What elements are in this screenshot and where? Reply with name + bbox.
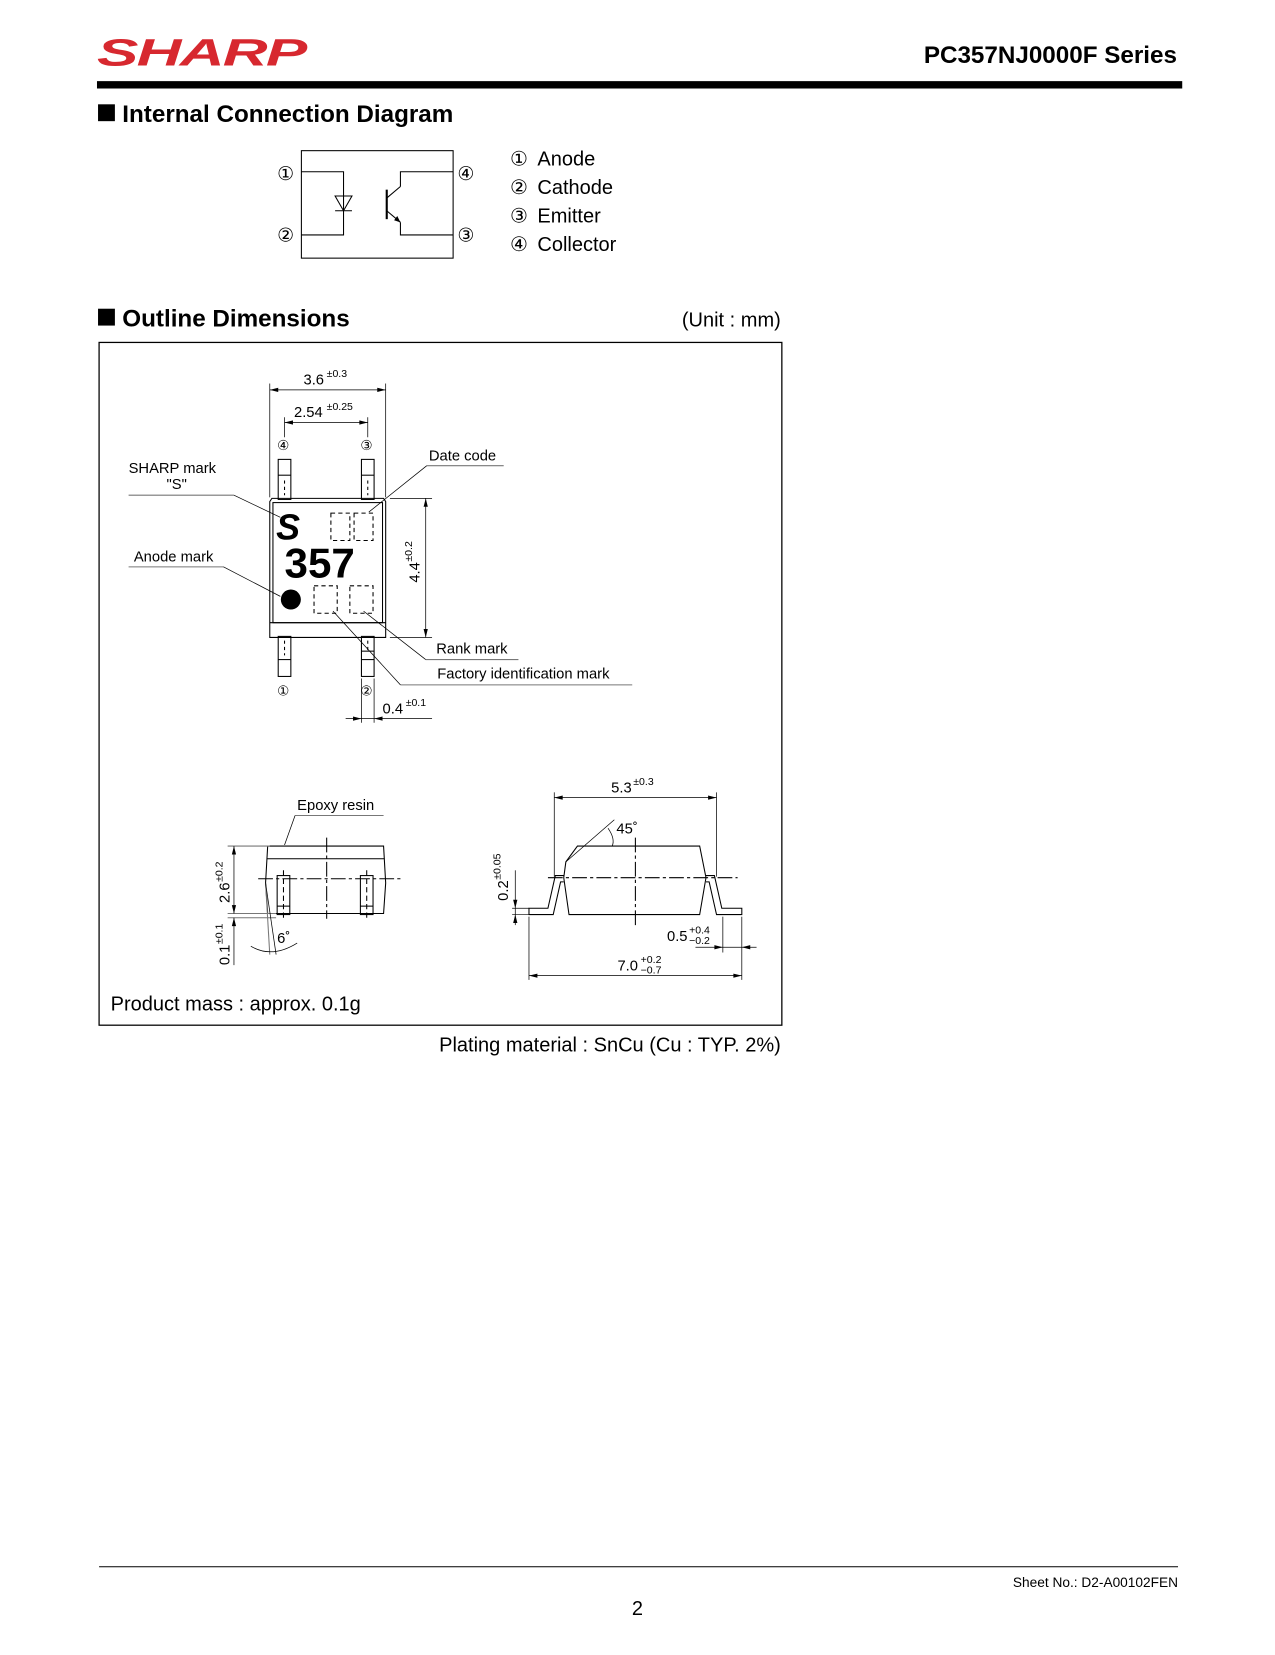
dim-lead-width: 0.4 bbox=[383, 701, 404, 717]
product-mass: Product mass : approx. 0.1g bbox=[111, 993, 361, 1015]
dim-height-tol: ±0.2 bbox=[403, 541, 415, 562]
unit-label: (Unit : mm) bbox=[682, 310, 781, 332]
label-epoxy-resin: Epoxy resin bbox=[297, 798, 374, 814]
section-bullet-icon bbox=[98, 104, 115, 122]
pin-legend-num-2: ② bbox=[510, 177, 528, 199]
part-marking: 357 bbox=[285, 539, 355, 586]
sharp-logo: SHARP bbox=[97, 32, 308, 74]
pin-legend-num-3: ③ bbox=[510, 205, 528, 227]
dim-overall-width-tol-plus: +0.2 bbox=[641, 954, 662, 966]
label-anode-mark: Anode mark bbox=[134, 550, 214, 566]
dim-side-height: 2.6 bbox=[218, 882, 234, 903]
dim-standoff: 0.1 bbox=[218, 945, 234, 966]
dim-body-width: 5.3 bbox=[611, 780, 632, 796]
dim-lead-length-tol-minus: −0.2 bbox=[689, 935, 710, 947]
pin-legend-name-1: Anode bbox=[537, 148, 595, 170]
anode-mark-dot bbox=[280, 589, 301, 610]
phototransistor-icon bbox=[385, 186, 401, 223]
dim-height: 4.4 bbox=[407, 562, 423, 583]
pin-legend: ① Anode ② Cathode ③ Emitter ④ Collector bbox=[510, 148, 617, 255]
label-date-code: Date code bbox=[429, 448, 496, 464]
pin-legend-num-1: ① bbox=[510, 148, 528, 170]
plating-material: Plating material : SnCu (Cu : TYP. 2%) bbox=[439, 1035, 781, 1057]
outline-heading: Outline Dimensions bbox=[122, 306, 349, 333]
dim-lead-length-tol-plus: +0.4 bbox=[689, 925, 710, 937]
top-pin-4: ④ bbox=[277, 438, 289, 453]
section-bullet-icon bbox=[98, 308, 115, 326]
dim-standoff-tol: ±0.1 bbox=[213, 924, 225, 945]
label-factory-id: Factory identification mark bbox=[437, 667, 610, 683]
pin-legend-name-2: Cathode bbox=[537, 177, 613, 199]
internal-connection-heading: Internal Connection Diagram bbox=[122, 101, 453, 128]
pin-legend-name-3: Emitter bbox=[537, 205, 601, 227]
dim-lead-length: 0.5 bbox=[667, 929, 688, 945]
top-pin-1: ① bbox=[277, 683, 289, 698]
pin-label-3: ③ bbox=[457, 225, 474, 246]
dim-lead-thickness: 0.2 bbox=[496, 880, 512, 901]
led-diode-icon bbox=[334, 195, 353, 212]
pin-label-1: ① bbox=[277, 164, 294, 185]
dim-chamfer: 45˚ bbox=[616, 821, 637, 837]
dim-angle-6: 6˚ bbox=[277, 931, 290, 947]
outline-frame bbox=[98, 341, 783, 1026]
front-view-drawing: 5.3 ±0.3 45˚ 0.2 ±0.05 0.5 +0.4 −0.2 bbox=[492, 776, 757, 980]
label-sharp-mark: SHARP mark bbox=[129, 461, 217, 477]
sharp-s-mark: S bbox=[276, 507, 300, 547]
dim-body-width-tol: ±0.3 bbox=[633, 776, 654, 788]
dim-overall-width: 7.0 bbox=[617, 958, 638, 974]
dim-pitch-tol: ±0.25 bbox=[327, 401, 353, 413]
pin-legend-num-4: ④ bbox=[510, 234, 528, 256]
side-view-drawing: Epoxy resin 2.6 ±0.2 0.1 ±0.1 bbox=[213, 798, 403, 966]
label-sharp-mark-s: "S" bbox=[167, 477, 187, 493]
dim-side-height-tol: ±0.2 bbox=[213, 861, 225, 882]
dim-lead-width-tol: ±0.1 bbox=[406, 697, 427, 709]
pin-legend-name-4: Collector bbox=[537, 234, 616, 256]
connection-diagram: ① ② ④ ③ bbox=[277, 150, 474, 259]
page-number: 2 bbox=[632, 1598, 643, 1620]
dim-overall-width-tol-minus: −0.7 bbox=[641, 965, 662, 977]
dim-width-outer-tol: ±0.3 bbox=[327, 368, 348, 380]
sheet-number: Sheet No.: D2-A00102FEN bbox=[1013, 1575, 1178, 1590]
top-pin-2: ② bbox=[360, 683, 372, 698]
series-title: PC357NJ0000F Series bbox=[924, 42, 1177, 69]
pin-label-4: ④ bbox=[457, 164, 474, 185]
dim-pitch: 2.54 bbox=[294, 405, 323, 421]
dim-width-outer: 3.6 bbox=[303, 373, 324, 389]
label-rank-mark: Rank mark bbox=[436, 641, 508, 657]
top-view-drawing: 3.6 ±0.3 2.54 ±0.25 ④ ③ ① ② S bbox=[128, 368, 633, 723]
top-pin-3: ③ bbox=[360, 438, 372, 453]
header-rule bbox=[96, 81, 1183, 89]
pin-label-2: ② bbox=[277, 225, 294, 246]
dim-lead-thickness-tol: ±0.05 bbox=[492, 853, 504, 879]
